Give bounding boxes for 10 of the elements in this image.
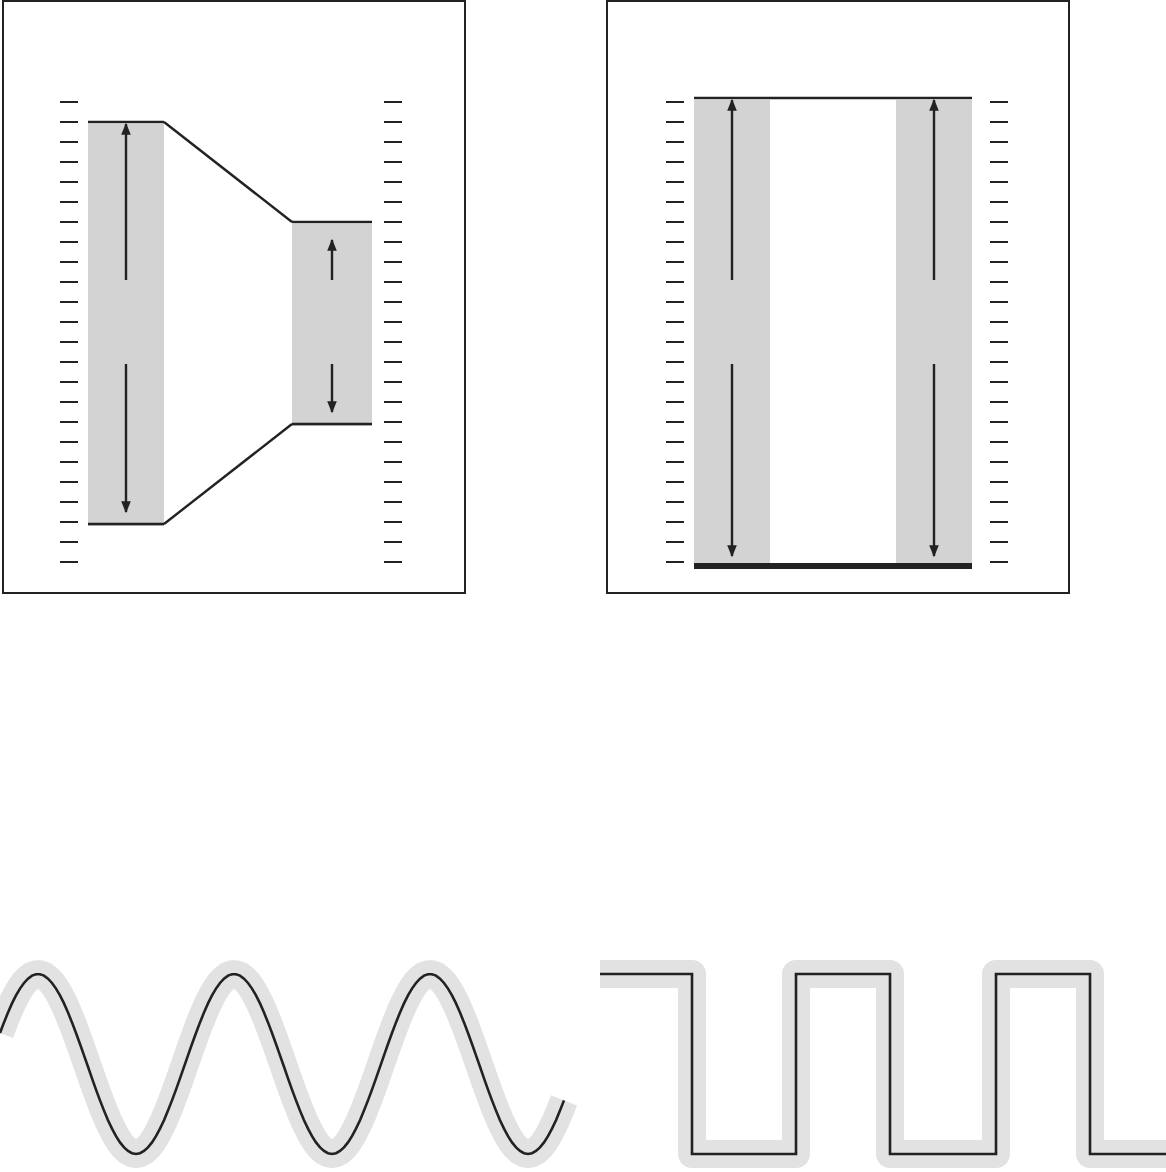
shaded-bar <box>88 124 164 526</box>
connector-line <box>163 121 293 223</box>
connector-line <box>163 423 293 525</box>
panel-frame <box>2 0 466 594</box>
shaded-bar <box>292 224 372 426</box>
panel-frame <box>606 0 1070 594</box>
connector-line <box>770 96 896 100</box>
shaded-bar <box>896 100 972 568</box>
connector-line <box>770 563 896 569</box>
shaded-bar <box>694 100 770 568</box>
